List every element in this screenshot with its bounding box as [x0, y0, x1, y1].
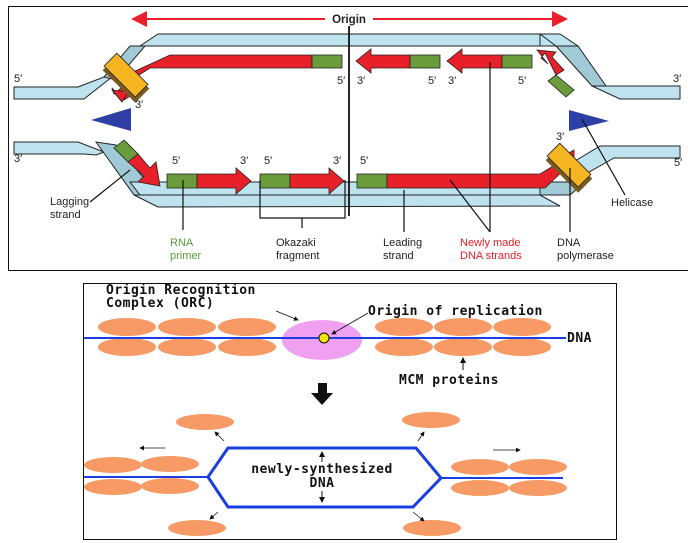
callout-lines	[89, 62, 626, 233]
bottom-new-strands	[113, 139, 575, 195]
top-dna-polymerase	[102, 52, 150, 103]
mcm-proteins-label: MCM proteins	[399, 373, 499, 388]
svg-text:3′: 3′	[448, 75, 456, 87]
rna-primer-label: RNA	[170, 237, 194, 249]
origin-label: Origin	[332, 14, 366, 26]
svg-text:fragment: fragment	[276, 250, 319, 262]
dna-label: DNA	[567, 331, 592, 346]
leading-strand-new	[386, 149, 575, 189]
bottom-dna-polymerase	[545, 142, 593, 193]
transition-arrow-icon	[311, 383, 333, 405]
okazaki-fragment-label: Okazaki	[276, 237, 316, 249]
okazaki-fragment-1	[196, 167, 252, 195]
svg-text:DNA: DNA	[310, 476, 335, 491]
svg-text:5′: 5′	[337, 75, 345, 87]
svg-text:5′: 5′	[518, 75, 526, 87]
svg-text:strand: strand	[383, 250, 414, 262]
svg-text:polymerase: polymerase	[557, 250, 614, 262]
helicase-left-icon	[91, 108, 131, 131]
svg-text:5′: 5′	[172, 155, 180, 167]
lagging-arrowhead	[111, 89, 129, 103]
svg-text:3′: 3′	[556, 131, 564, 143]
svg-text:primer: primer	[170, 250, 202, 262]
svg-text:5′: 5′	[14, 73, 22, 85]
prime-labels: 5′ 3′ 5′ 3′ 5′ 3′ 5′ 3′ 3′ 5′ 3′ 5′ 3′ 5…	[14, 73, 682, 169]
svg-text:strand: strand	[50, 209, 81, 221]
mcm-proteins-after	[84, 412, 567, 536]
helicase-label: Helicase	[611, 197, 653, 209]
svg-text:5′: 5′	[360, 155, 368, 167]
svg-text:DNA strands: DNA strands	[460, 250, 522, 262]
svg-text:3′: 3′	[135, 99, 143, 111]
svg-text:5′: 5′	[674, 157, 682, 169]
newly-synthesized-label: newly-synthesized	[251, 462, 393, 477]
svg-text:3′: 3′	[357, 75, 365, 87]
new-primer-segment	[547, 74, 575, 98]
svg-text:3′: 3′	[333, 155, 341, 167]
new-fragment-arrowhead	[536, 49, 565, 76]
okazaki-arrow-1	[355, 48, 411, 74]
origin-pointer-arrow	[331, 312, 369, 335]
svg-text:5′: 5′	[428, 75, 436, 87]
helicase-right-icon	[569, 110, 609, 131]
callout-labels: Lagging strand RNA primer Okazaki fragme…	[50, 196, 653, 262]
svg-text:Complex (ORC): Complex (ORC)	[106, 296, 214, 311]
origin-dot	[318, 332, 330, 344]
rna-primer-segment	[311, 54, 343, 69]
leading-strand-label: Leading	[383, 237, 422, 249]
lagging-strand-label: Lagging	[50, 196, 89, 208]
orc-panel-content: Origin Recognition Complex (ORC) Origin …	[83, 283, 592, 536]
top-new-strands	[111, 48, 575, 103]
svg-text:3′: 3′	[240, 155, 248, 167]
continuous-new-strand	[119, 54, 313, 83]
orc-mcm-panel	[83, 283, 617, 540]
newly-made-dna-label: Newly made	[460, 237, 521, 249]
mcm-motion-arrows	[139, 431, 521, 522]
replication-fork-panel	[8, 6, 688, 271]
svg-text:3′: 3′	[14, 153, 22, 165]
svg-text:5′: 5′	[264, 155, 272, 167]
orc-pointer-arrow	[275, 310, 299, 321]
mcm-proteins-before	[98, 318, 551, 356]
okazaki-fragment-2	[289, 167, 345, 195]
rna-primer-block	[166, 173, 198, 189]
svg-text:3′: 3′	[673, 73, 681, 85]
orc-label: Origin Recognition	[106, 283, 256, 298]
origin-of-replication-label: Origin of replication	[368, 304, 543, 319]
lagging-new-arrow	[127, 153, 161, 187]
dna-polymerase-label: DNA	[557, 237, 581, 249]
replication-bubble	[206, 446, 444, 509]
okazaki-arrow-2	[446, 48, 503, 74]
